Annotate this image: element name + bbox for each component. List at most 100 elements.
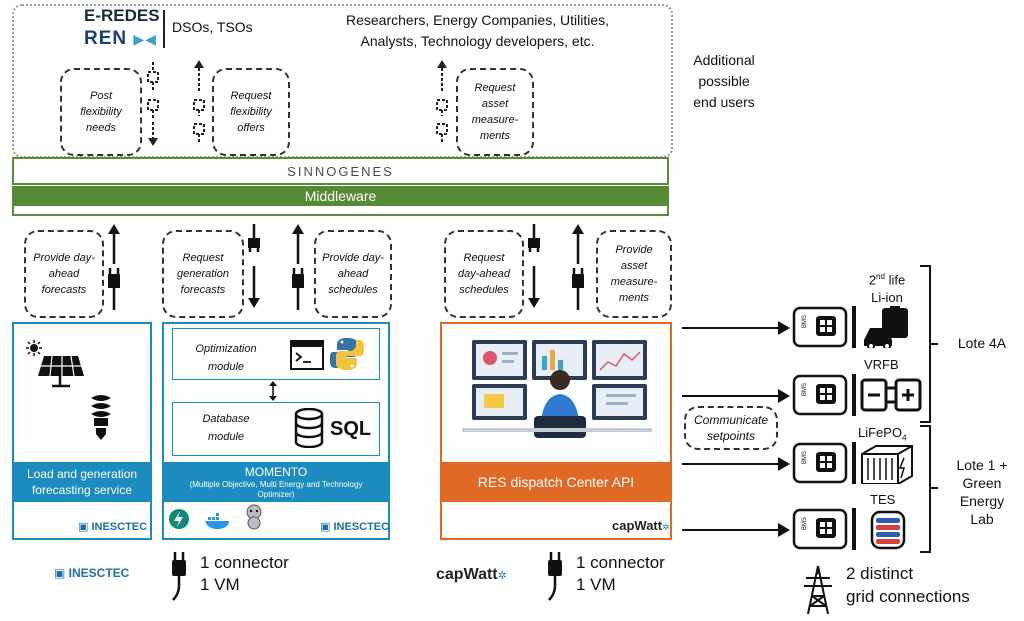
up-arrow-plug-schedules-icon	[292, 224, 304, 310]
vm-count-capwatt: 1 VM	[576, 575, 616, 594]
dispatch-center-illustration-icon	[462, 340, 652, 438]
second-life-sup: nd	[876, 272, 885, 281]
additional-end-users-label: Additional possible end users	[676, 50, 772, 113]
logo-divider	[163, 10, 165, 48]
tes-label: TES	[870, 492, 896, 507]
additional-line2: possible	[698, 73, 750, 89]
ren-logo-mark: ▶◀	[133, 31, 157, 47]
middleware-label: Middleware	[304, 188, 377, 204]
request-gen-forecasts-bracket: Request generation forecasts	[162, 230, 244, 318]
optimization-line2: module	[207, 361, 245, 373]
bms-label: BMS	[802, 450, 808, 464]
lote-4a-label: Lote 4A	[957, 335, 1007, 351]
provide-forecasts-text: Provide day-ahead forecasts	[33, 252, 95, 296]
provide-asset-text: Provide asset measure-ments	[610, 244, 658, 304]
res-dispatch-box	[440, 322, 672, 540]
post-flexibility-text: Post flexibility needs	[80, 90, 122, 134]
bms-icon	[792, 306, 848, 348]
inesctec-logo-text: INESCTEC	[68, 566, 130, 580]
dsos-tsos-label: DSOs, TSOs	[172, 19, 253, 35]
lote-1-label: Lote 1 + Green Energy Lab	[944, 456, 1020, 528]
solar-panel-icon	[26, 340, 84, 388]
asset-divider-1	[852, 306, 856, 348]
additional-line3: end users	[693, 94, 755, 110]
up-arrow-plug-asset-icon	[572, 224, 584, 310]
ren-logo: REN ▶◀	[84, 28, 157, 50]
provide-asset-bracket: Provide asset measure-ments	[596, 230, 672, 318]
arrow-head-2-icon	[778, 389, 790, 403]
lote1-line3: Energy	[959, 493, 1005, 509]
bms-unit-1: BMS	[792, 306, 848, 353]
momento-service-box	[162, 322, 390, 540]
second-life-rest: life	[884, 272, 906, 288]
ev-battery-icon	[864, 306, 908, 348]
container-battery-icon	[861, 445, 913, 484]
ren-logo-text: REN	[84, 28, 128, 49]
researchers-line2: Analysts, Technology developers, etc.	[360, 33, 595, 49]
second-life-line: 2nd life	[858, 268, 916, 289]
inesctec-logo-text: INESCTEC	[91, 521, 148, 533]
bms-label: BMS	[802, 382, 808, 396]
asset-divider-4	[852, 508, 856, 550]
bidirectional-arrow-icon	[269, 381, 277, 401]
bms-unit-2: BMS	[792, 374, 848, 421]
inesctec-logo-mark: ▣	[78, 521, 92, 533]
sinnogenes-banner: SINNOGENES	[12, 157, 669, 185]
inesctec-logo-mark: ▣	[54, 566, 69, 580]
bms-icon	[792, 374, 848, 416]
lightbulb-icon	[91, 395, 111, 440]
liion-line: Li-ion	[871, 290, 903, 306]
inesctec-logo-bottom: ▣ INESCTEC	[54, 566, 129, 580]
second-life-num: 2	[868, 272, 877, 288]
bms-label: BMS	[802, 516, 808, 530]
inesctec-logo-text: INESCTEC	[333, 521, 390, 533]
connector-plug-icon	[172, 552, 186, 601]
setpoint-arrow-4	[682, 529, 782, 531]
optimization-module-label: Optimization module	[176, 340, 276, 376]
bms-icon	[792, 442, 848, 484]
inesctec-logo-forecasting: ▣ INESCTEC	[78, 520, 147, 533]
terminal-icon	[290, 340, 324, 370]
request-asset-measurements-bracket: Request asset measure-ments	[456, 68, 534, 156]
forecasting-title-line2: forecasting service	[31, 483, 133, 497]
up-arrow-plug-icon	[108, 224, 120, 310]
database-module-box	[172, 402, 380, 456]
request-gen-forecasts-text: Request generation forecasts	[177, 252, 229, 296]
arrow-head-3-icon	[778, 457, 790, 471]
lote-brackets-icon	[920, 265, 938, 553]
thermal-storage-icon	[870, 510, 906, 550]
capwatt-logo-text: capWatt	[436, 566, 498, 583]
database-module-label: Database module	[176, 410, 276, 446]
top-plug-arrow-up-asset-icon	[436, 60, 448, 144]
database-icon	[294, 408, 324, 448]
grid-connections-label: 2 distinct grid connections	[846, 562, 970, 608]
bms-icon	[792, 508, 848, 550]
provide-forecasts-bracket: Provide day-ahead forecasts	[24, 230, 104, 318]
capwatt-logo-bottom: capWatt✲	[436, 566, 507, 584]
docker-icon	[205, 513, 229, 529]
provide-schedules-text: Provide day-ahead schedules	[322, 252, 384, 296]
inesctec-logo-momento: ▣ INESCTEC	[320, 520, 389, 533]
second-life-liion-label: 2nd life Li-ion	[858, 268, 916, 307]
grid-line1: 2 distinct	[846, 564, 914, 583]
lifepo4-main: LiFePO	[858, 425, 903, 440]
lote1-line1: Lote 1 +	[956, 457, 1008, 473]
forecasting-service-box	[12, 322, 152, 540]
researchers-line1: Researchers, Energy Companies, Utilities…	[346, 12, 609, 28]
asset-divider-3	[852, 442, 856, 484]
communicate-setpoints-text: Communicate setpoints	[693, 413, 769, 443]
request-flexibility-text: Request flexibility offers	[230, 90, 272, 134]
lote1-line4: Lab	[970, 511, 994, 527]
request-schedules-bracket: Request day-ahead schedules	[444, 230, 524, 318]
lifepo4-label: LiFePO4	[858, 425, 907, 443]
momento-deployment-label: 1 connector 1 VM	[200, 552, 289, 596]
lote1-line2: Green	[962, 475, 1002, 491]
down-arrow-plug-icon	[248, 224, 260, 308]
researchers-label: Researchers, Energy Companies, Utilities…	[290, 10, 665, 52]
capwatt-logo-mark: ✲	[497, 570, 507, 582]
provide-schedules-bracket: Provide day-ahead schedules	[314, 230, 392, 318]
additional-line1: Additional	[693, 52, 755, 68]
asset-divider-2	[852, 374, 856, 416]
connector-count: 1 connector	[200, 553, 289, 572]
sql-label: SQL	[330, 418, 372, 440]
